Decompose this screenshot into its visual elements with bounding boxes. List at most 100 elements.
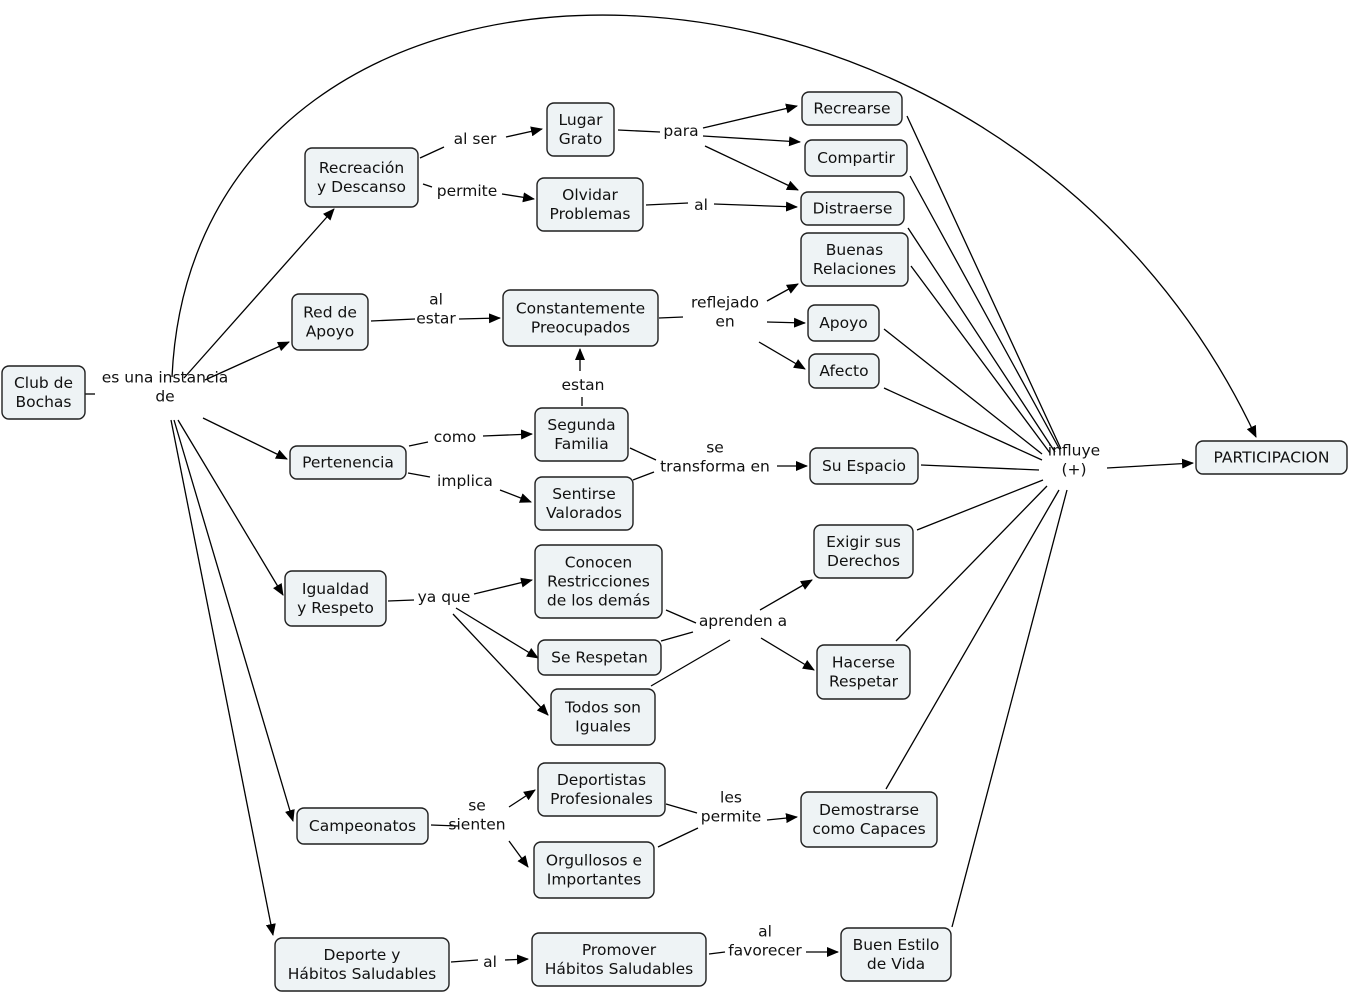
concept-text: Buen Estilo — [853, 936, 940, 954]
concept-apoyo[interactable]: Apoyo — [807, 304, 880, 342]
connector-line — [665, 803, 698, 814]
connector-line — [883, 387, 1043, 461]
link-label-text: en — [715, 313, 734, 331]
concept-text: PARTICIPACION — [1214, 449, 1330, 467]
concept-participacion[interactable]: PARTICIPACION — [1195, 440, 1348, 475]
connector-line — [370, 318, 416, 322]
concept-box — [502, 289, 659, 347]
concept-box — [800, 791, 938, 848]
concept-pertenencia[interactable]: Pertenencia — [289, 445, 407, 480]
connector-line — [910, 265, 1051, 454]
connector-line — [713, 201, 798, 212]
concept-box — [546, 102, 615, 157]
concept-box — [813, 524, 914, 579]
connector-line — [658, 316, 684, 319]
connector-line — [657, 827, 699, 848]
connector-line — [660, 631, 694, 642]
link-label-text: implica — [437, 472, 493, 490]
concept-text: Lugar — [559, 111, 604, 129]
connector-line — [906, 115, 1062, 450]
connector-line — [422, 183, 433, 188]
connector-line — [951, 489, 1068, 928]
connector-line — [645, 202, 689, 206]
concept-text: de los demás — [547, 592, 650, 610]
concept-text: Recreación — [319, 159, 404, 177]
concept-text: Familia — [554, 435, 609, 453]
concept-box — [291, 293, 369, 351]
connector-line — [702, 135, 801, 147]
concept-text: Apoyo — [306, 323, 355, 341]
link-label-text: es una instancia — [102, 369, 229, 387]
connector-line — [766, 283, 799, 302]
concept-distraerse[interactable]: Distraerse — [800, 191, 905, 226]
concept-text: Conocen — [565, 554, 633, 572]
concept-box — [816, 644, 911, 700]
concept-text: Segunda — [547, 416, 615, 434]
connector-line — [766, 317, 806, 328]
concept-text: Deporte y — [324, 946, 401, 964]
concept-serespetan[interactable]: Se Respetan — [537, 639, 662, 676]
connector-line — [505, 126, 543, 138]
link-label-text: estar — [416, 310, 456, 328]
concept-text: Hacerse — [832, 654, 895, 672]
connector-line — [504, 954, 529, 965]
link-label-text: de — [155, 388, 174, 406]
concept-box — [537, 639, 662, 676]
link-label-estan: estan — [561, 376, 604, 394]
concept-box — [274, 937, 450, 992]
concept-box — [289, 445, 407, 480]
connector-line — [430, 824, 459, 827]
connector-line — [909, 175, 1061, 451]
connector-line — [632, 471, 655, 481]
concept-campeonatos[interactable]: Campeonatos — [296, 807, 429, 845]
connector-line — [760, 637, 815, 671]
connector-line — [766, 813, 798, 824]
link-label-text: permite — [437, 182, 498, 200]
connector-line — [508, 840, 529, 868]
concept-text: Promover — [582, 941, 657, 959]
concept-afecto[interactable]: Afecto — [808, 353, 880, 389]
link-label-text: se — [706, 439, 724, 457]
concept-compartir[interactable]: Compartir — [804, 139, 908, 177]
concept-text: como Capaces — [812, 820, 925, 838]
link-label-text: al ser — [454, 130, 497, 148]
concept-box — [284, 570, 387, 627]
concept-text: Pertenencia — [302, 454, 394, 472]
concept-text: Deportistas — [557, 771, 646, 789]
concept-suespacio[interactable]: Su Espacio — [809, 447, 919, 485]
concept-text: de Vida — [867, 955, 925, 973]
concept-text: Importantes — [547, 871, 641, 889]
concept-text: Relaciones — [813, 260, 896, 278]
concept-text: Su Espacio — [822, 457, 906, 475]
concept-text: Red de — [303, 304, 357, 322]
link-label-text: al — [483, 953, 497, 971]
connector-line — [202, 417, 288, 460]
concept-text: Campeonatos — [309, 817, 416, 835]
concept-box — [531, 932, 707, 987]
concept-text: Buenas — [826, 241, 883, 259]
concept-recrearse[interactable]: Recrearse — [801, 91, 903, 126]
concept-text: Compartir — [817, 149, 895, 167]
connector-line — [482, 429, 533, 440]
